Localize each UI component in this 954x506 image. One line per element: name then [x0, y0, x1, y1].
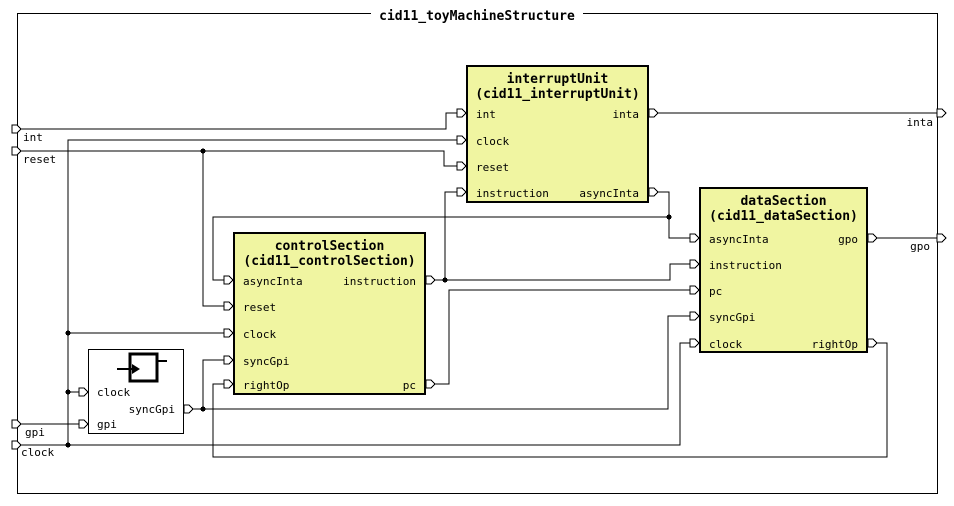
junction-dot — [666, 214, 672, 220]
block-title-line: interruptUnit — [506, 72, 609, 87]
ext-label-inta: inta — [906, 116, 934, 129]
port-marker-icon[interactable] — [78, 387, 89, 397]
port-label-pc: pc — [402, 379, 416, 392]
port-marker-icon[interactable] — [867, 233, 878, 243]
junction-dot — [65, 389, 71, 395]
port-marker-icon[interactable] — [11, 440, 22, 450]
port-label-asyncinta: asyncInta — [243, 275, 303, 288]
port-label-inta: inta — [612, 108, 640, 121]
port-label-clock: clock — [476, 135, 510, 148]
port-label-rightop: rightOp — [811, 338, 858, 351]
register-icon — [117, 351, 169, 389]
wire-pc[interactable] — [435, 289, 690, 385]
port-marker-icon[interactable] — [11, 419, 22, 429]
port-label-pc: pc — [709, 285, 723, 298]
wire-int[interactable] — [17, 112, 457, 130]
wire-rightop[interactable] — [212, 342, 888, 458]
port-label-int: int — [476, 108, 496, 121]
junction-dot — [442, 277, 448, 283]
block-title-line: controlSection — [274, 239, 385, 254]
junction-dot — [65, 442, 71, 448]
ext-label-clock: clock — [21, 446, 55, 459]
wire-reset[interactable] — [17, 150, 457, 307]
port-marker-icon[interactable] — [223, 379, 234, 389]
block-title: dataSection (cid11_dataSection) — [701, 189, 866, 224]
port-label-asyncinta: asyncInta — [579, 187, 639, 200]
junction-dot — [200, 406, 206, 412]
port-label-instruction: instruction — [709, 259, 782, 272]
ext-label-gpo: gpo — [910, 240, 930, 253]
ext-label-reset: reset — [23, 153, 57, 166]
block-subtitle-line: (cid11_interruptUnit) — [475, 87, 640, 102]
port-label-syncgpi: syncGpi — [128, 403, 175, 416]
port-marker-icon[interactable] — [689, 259, 700, 269]
block-subtitle-line: (cid11_controlSection) — [243, 254, 416, 269]
port-marker-icon[interactable] — [11, 124, 22, 134]
junction-dot — [65, 330, 71, 336]
port-label-clock: clock — [243, 328, 277, 341]
wire-instruction[interactable] — [435, 191, 690, 281]
port-label-rightop: rightOp — [243, 379, 290, 392]
diagram-title: cid11_toyMachineStructure — [0, 5, 954, 26]
port-label-clock: clock — [97, 386, 131, 399]
block-interrupt-unit[interactable]: interruptUnit (cid11_interruptUnit) int … — [466, 65, 649, 203]
port-label-asyncinta: asyncInta — [709, 233, 769, 246]
port-marker-icon[interactable] — [425, 275, 436, 285]
port-marker-icon[interactable] — [223, 355, 234, 365]
port-marker-icon[interactable] — [456, 161, 467, 171]
port-marker-icon[interactable] — [223, 301, 234, 311]
port-marker-icon[interactable] — [689, 311, 700, 321]
block-control-section[interactable]: controlSection (cid11_controlSection) as… — [233, 232, 426, 395]
port-marker-icon[interactable] — [11, 146, 22, 156]
port-marker-icon[interactable] — [456, 135, 467, 145]
port-marker-icon[interactable] — [689, 233, 700, 243]
block-subtitle-line: (cid11_dataSection) — [709, 209, 858, 224]
port-marker-icon[interactable] — [936, 233, 947, 243]
port-marker-icon[interactable] — [936, 108, 947, 118]
port-marker-icon[interactable] — [867, 338, 878, 348]
port-marker-icon[interactable] — [456, 187, 467, 197]
port-marker-icon[interactable] — [78, 419, 89, 429]
port-marker-icon[interactable] — [456, 108, 467, 118]
port-label-gpi: gpi — [97, 418, 117, 431]
port-label-syncgpi: syncGpi — [709, 311, 756, 324]
port-marker-icon[interactable] — [223, 328, 234, 338]
port-label-reset: reset — [476, 161, 510, 174]
port-marker-icon[interactable] — [689, 338, 700, 348]
port-label-clock: clock — [709, 338, 743, 351]
ext-label-int: int — [23, 131, 43, 144]
port-label-gpo: gpo — [838, 233, 858, 246]
port-marker-icon[interactable] — [425, 379, 436, 389]
port-label-instruction: instruction — [476, 187, 549, 200]
port-marker-icon[interactable] — [183, 404, 194, 414]
port-marker-icon[interactable] — [648, 108, 659, 118]
block-title-line: dataSection — [740, 194, 827, 209]
junction-dot — [200, 148, 206, 154]
block-data-section[interactable]: dataSection (cid11_dataSection) asyncInt… — [699, 187, 868, 353]
block-title: controlSection (cid11_controlSection) — [235, 234, 424, 269]
block-title: interruptUnit (cid11_interruptUnit) — [468, 67, 647, 102]
diagram-title-text: cid11_toyMachineStructure — [371, 7, 583, 26]
port-marker-icon[interactable] — [223, 275, 234, 285]
wire-clock[interactable] — [17, 139, 690, 446]
block-synchronizer[interactable]: clock gpi syncGpi — [88, 349, 184, 434]
port-marker-icon[interactable] — [648, 187, 659, 197]
port-label-instruction: instruction — [343, 275, 416, 288]
port-label-syncgpi: syncGpi — [243, 355, 290, 368]
port-label-reset: reset — [243, 301, 277, 314]
port-marker-icon[interactable] — [689, 285, 700, 295]
ext-label-gpi: gpi — [25, 426, 45, 439]
